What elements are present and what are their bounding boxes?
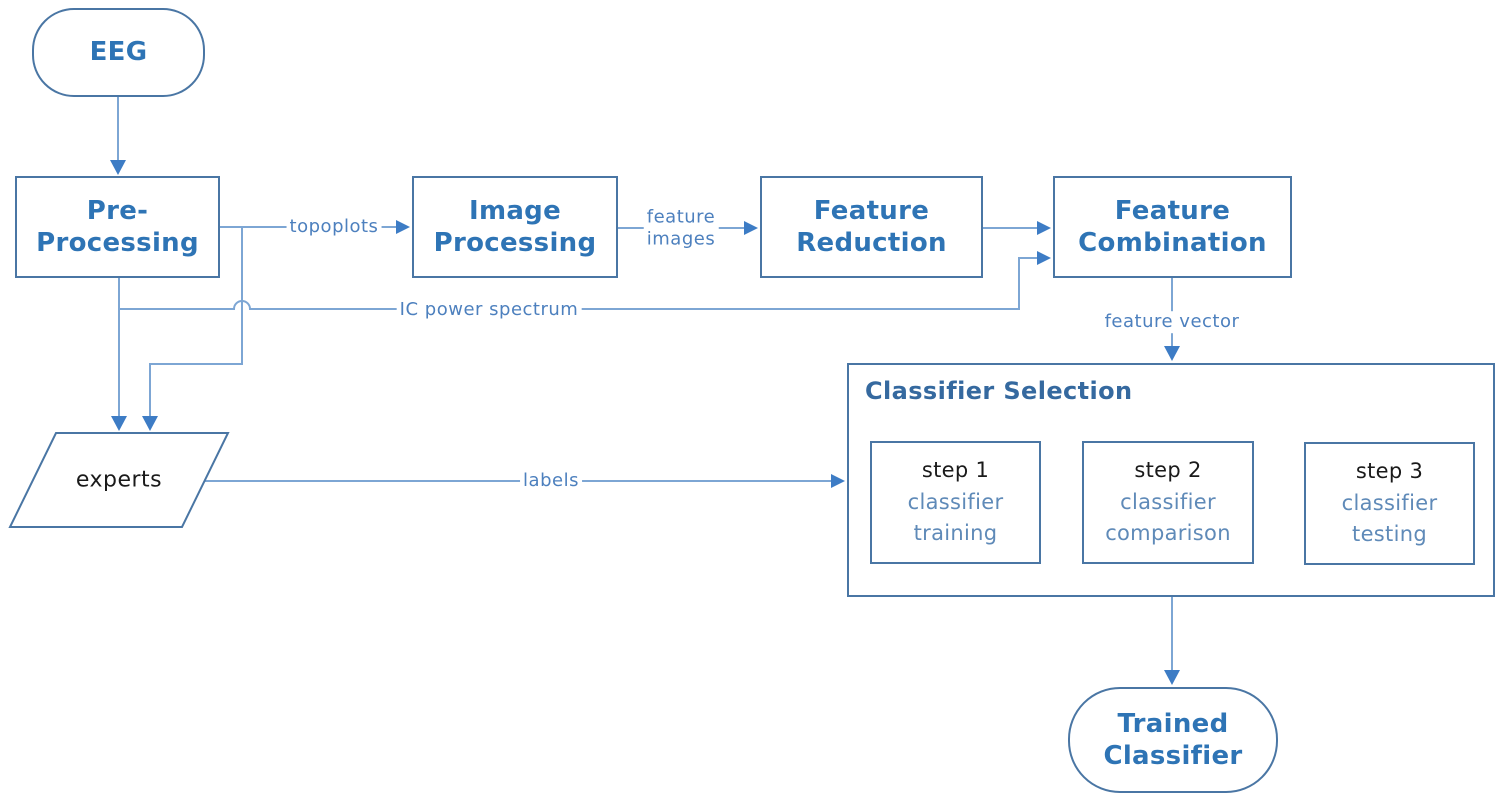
container-classifier-selection: Classifier Selection step 1 classifier t… bbox=[847, 363, 1495, 597]
arrowhead-into-feature-reduction bbox=[744, 221, 758, 235]
node-pre-processing: Pre- Processing bbox=[15, 176, 220, 278]
step1-label: classifier training bbox=[907, 489, 1004, 546]
edge-label-labels: labels bbox=[520, 470, 582, 492]
node-trained-classifier: Trained Classifier bbox=[1068, 687, 1278, 793]
arrowhead-feature-vector bbox=[1164, 346, 1180, 361]
edge-label-feature-vector: feature vector bbox=[1101, 311, 1243, 333]
node-feature-combination: Feature Combination bbox=[1053, 176, 1292, 278]
node-pre-processing-label: Pre- Processing bbox=[36, 195, 199, 258]
node-trained-classifier-label: Trained Classifier bbox=[1103, 708, 1243, 771]
arrowhead-into-experts-1 bbox=[111, 416, 127, 431]
step2-number: step 2 bbox=[1134, 458, 1202, 483]
node-experts-label: experts bbox=[75, 467, 163, 493]
arrowhead-into-combination-lower bbox=[1037, 251, 1051, 265]
step3-label: classifier testing bbox=[1341, 490, 1438, 547]
arrowhead-into-experts-2 bbox=[142, 416, 158, 431]
edge-ic-power-spectrum bbox=[119, 257, 1037, 310]
edge-label-topoplots: topoplots bbox=[286, 216, 382, 238]
classifier-selection-title: Classifier Selection bbox=[865, 377, 1133, 405]
node-step2: step 2 classifier comparison bbox=[1082, 441, 1254, 564]
arrowhead-into-classifier-selection bbox=[831, 474, 845, 488]
node-feature-combination-label: Feature Combination bbox=[1078, 195, 1267, 258]
node-feature-reduction-label: Feature Reduction bbox=[796, 195, 947, 258]
step3-number: step 3 bbox=[1355, 459, 1424, 484]
step2-label: classifier comparison bbox=[1105, 489, 1231, 546]
edge-label-feature-images: feature images bbox=[643, 206, 719, 250]
node-eeg: EEG bbox=[32, 8, 205, 97]
arrowhead-into-preprocessing bbox=[110, 160, 126, 175]
node-image-processing-label: Image Processing bbox=[433, 195, 597, 258]
node-experts-shape bbox=[8, 432, 230, 528]
node-eeg-label: EEG bbox=[89, 37, 148, 68]
arrowhead-into-trained-classifier bbox=[1164, 670, 1180, 685]
arrowhead-into-combination-upper bbox=[1037, 221, 1051, 235]
arrowhead-into-image-processing bbox=[396, 220, 410, 234]
node-image-processing: Image Processing bbox=[412, 176, 618, 278]
edge-preprocessing-to-experts-2 bbox=[149, 227, 243, 417]
node-step3: step 3 classifier testing bbox=[1304, 442, 1475, 565]
node-feature-reduction: Feature Reduction bbox=[760, 176, 983, 278]
edge-label-ic-power-spectrum: IC power spectrum bbox=[396, 299, 582, 321]
step1-number: step 1 bbox=[921, 458, 990, 483]
node-step1: step 1 classifier training bbox=[870, 441, 1041, 564]
